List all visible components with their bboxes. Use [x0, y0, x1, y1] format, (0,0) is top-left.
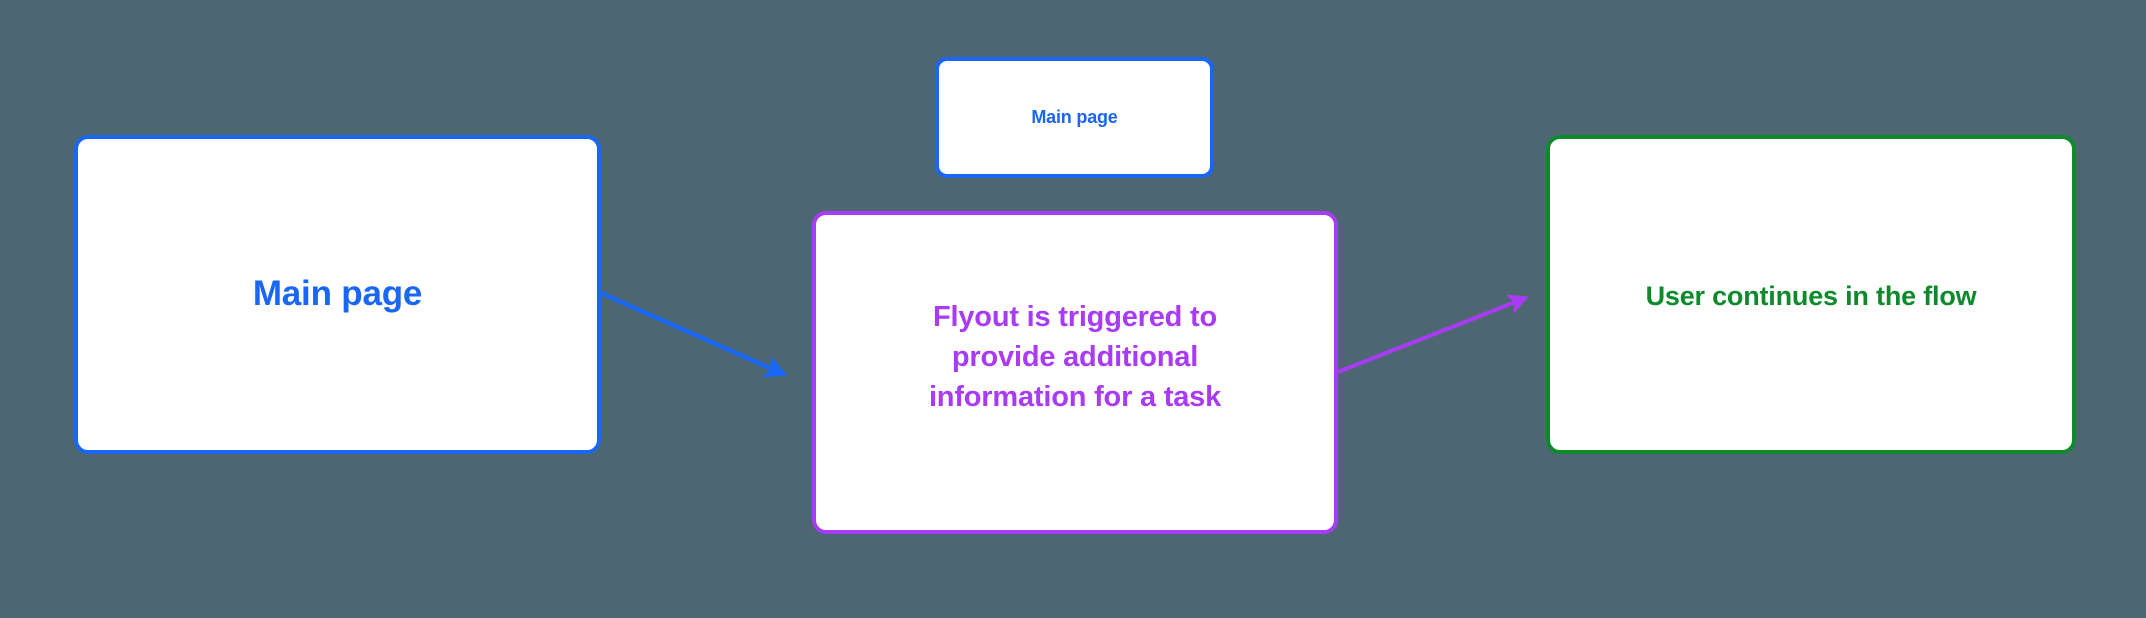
connector-flyout-to-user-continues: [1337, 294, 1529, 374]
node-main-page-small[interactable]: Main page: [935, 57, 1214, 178]
node-flyout[interactable]: Flyout is triggered to provide additiona…: [812, 211, 1338, 534]
connector-main-page-to-flyout: [600, 290, 788, 378]
node-main-page-small-label: Main page: [1031, 106, 1118, 127]
node-main-page[interactable]: Main page: [74, 135, 601, 454]
node-flyout-label: Flyout is triggered to provide additiona…: [928, 301, 1222, 414]
node-user-continues[interactable]: User continues in the flow: [1546, 135, 2076, 454]
node-main-page-label: Main page: [252, 274, 423, 314]
node-user-continues-label: User continues in the flow: [1645, 281, 1977, 311]
